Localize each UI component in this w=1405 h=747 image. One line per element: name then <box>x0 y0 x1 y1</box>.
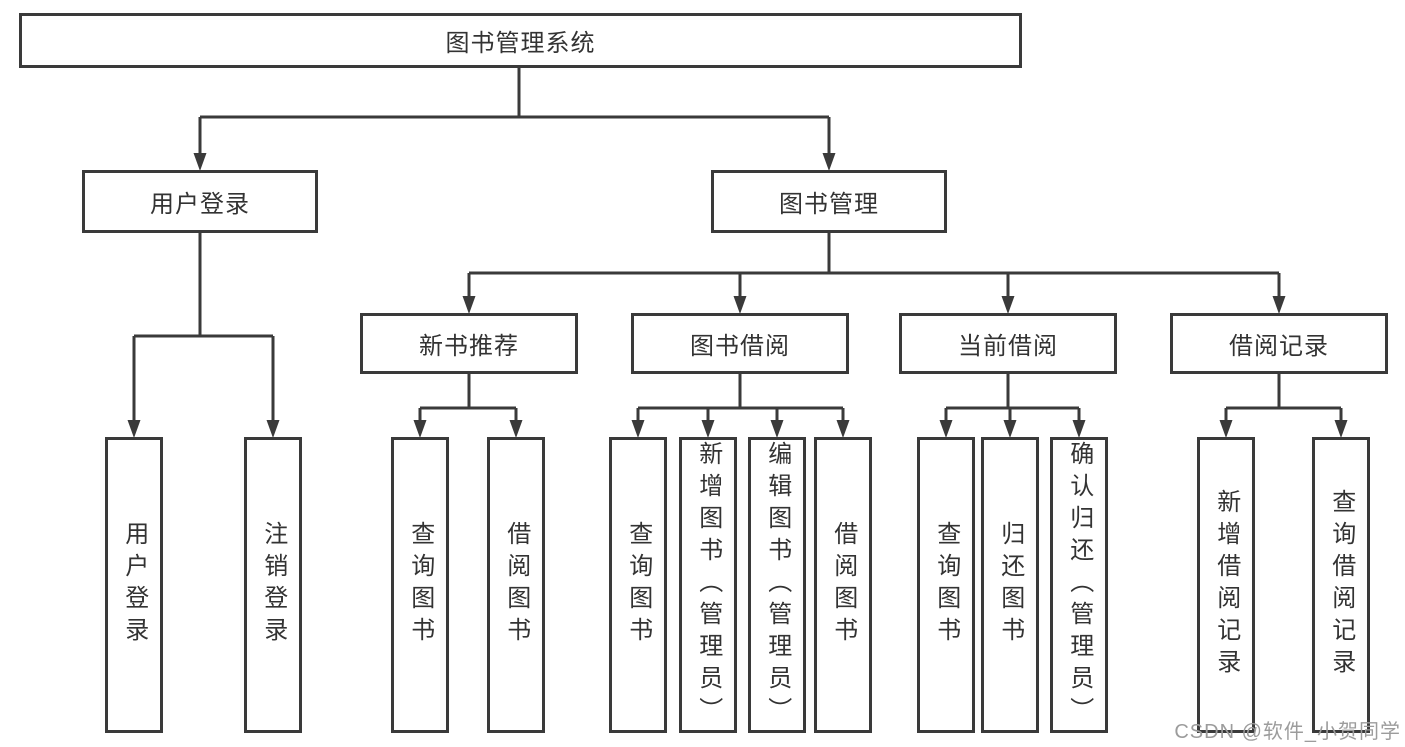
node-label: 查询图书 <box>624 521 652 649</box>
node-label: 当前借阅 <box>958 333 1058 360</box>
node-label: 借阅图书 <box>502 521 530 649</box>
leaf-user-login: 用户登录 <box>105 437 163 733</box>
node-label: 图书借阅 <box>690 333 790 360</box>
node-label: 借阅图书 <box>829 521 857 649</box>
leaf-return-books: 归还图书 <box>981 437 1039 733</box>
node-book-borrowing: 图书借阅 <box>631 313 849 374</box>
leaf-borrow-books: 借阅图书 <box>814 437 872 733</box>
leaf-borrow-books-recommend: 借阅图书 <box>487 437 545 733</box>
leaf-query-borrow-record: 查询借阅记录 <box>1312 437 1370 733</box>
node-label: 查询图书 <box>932 521 960 649</box>
node-label: 图书管理系统 <box>445 30 596 57</box>
node-label: 新书推荐 <box>419 333 519 360</box>
node-label: 注销登录 <box>259 521 287 649</box>
node-user-login: 用户登录 <box>82 170 318 233</box>
leaf-query-books-recommend: 查询图书 <box>391 437 449 733</box>
leaf-edit-books-admin: 编辑图书（管理员） <box>748 437 806 733</box>
node-label: 新增借阅记录 <box>1212 489 1240 681</box>
node-label: 归还图书 <box>996 521 1024 649</box>
node-label: 确认归还（管理员） <box>1065 441 1093 729</box>
node-label: 编辑图书（管理员） <box>763 441 791 729</box>
node-library-management-system: 图书管理系统 <box>19 13 1022 68</box>
node-label: 借阅记录 <box>1229 333 1329 360</box>
leaf-logout: 注销登录 <box>244 437 302 733</box>
node-label: 用户登录 <box>120 521 148 649</box>
node-new-book-recommend: 新书推荐 <box>360 313 578 374</box>
node-borrowing-records: 借阅记录 <box>1170 313 1388 374</box>
leaf-add-books-admin: 新增图书（管理员） <box>679 437 737 733</box>
node-label: 图书管理 <box>779 191 879 218</box>
node-label: 查询借阅记录 <box>1327 489 1355 681</box>
leaf-add-borrow-record: 新增借阅记录 <box>1197 437 1255 733</box>
node-label: 查询图书 <box>406 521 434 649</box>
leaf-query-books-current: 查询图书 <box>917 437 975 733</box>
node-label: 用户登录 <box>150 191 250 218</box>
leaf-query-books-borrowing: 查询图书 <box>609 437 667 733</box>
node-book-management: 图书管理 <box>711 170 947 233</box>
node-label: 新增图书（管理员） <box>694 441 722 729</box>
arrowheads <box>127 153 1348 438</box>
node-current-borrowing: 当前借阅 <box>899 313 1117 374</box>
leaf-confirm-return-admin: 确认归还（管理员） <box>1050 437 1108 733</box>
csdn-watermark: CSDN @软件_小贺同学 <box>1174 721 1401 743</box>
